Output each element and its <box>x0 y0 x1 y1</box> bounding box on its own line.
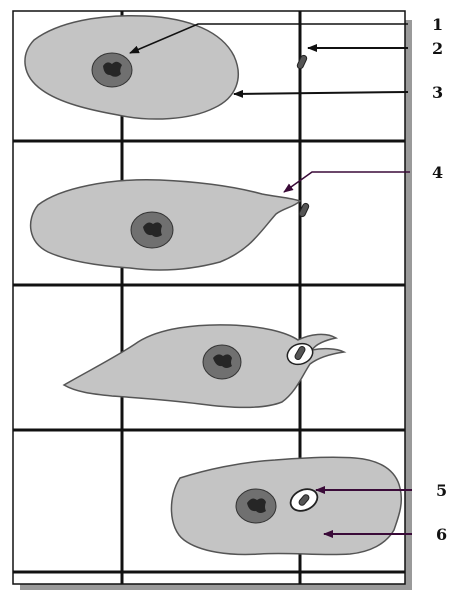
particle-2 <box>298 202 310 218</box>
pointer-arrow-3 <box>233 89 409 98</box>
chromatin-1 <box>103 61 122 77</box>
label-1: 1 <box>432 15 443 34</box>
pointer-arrow-4 <box>283 171 410 193</box>
label-3: 3 <box>432 83 443 102</box>
particle-1 <box>296 54 308 70</box>
panel-3-cell <box>62 324 347 409</box>
label-2: 2 <box>432 39 443 58</box>
particle-3 <box>294 346 306 360</box>
panel-1-cell <box>24 14 308 120</box>
label-4: 4 <box>432 163 443 182</box>
label-6: 6 <box>436 525 447 544</box>
chromatin-4 <box>247 498 266 513</box>
chromatin-2 <box>143 222 162 237</box>
leader-lines <box>129 23 412 538</box>
pointer-arrow-1 <box>129 23 408 54</box>
chromatin-3 <box>213 354 232 368</box>
number-labels: 1 2 3 4 5 6 <box>432 15 447 544</box>
particle-4 <box>298 494 310 506</box>
panel-4-cell <box>170 456 403 556</box>
label-5: 5 <box>436 481 447 500</box>
panel-2-cell <box>29 178 310 271</box>
grid-lines <box>13 11 405 584</box>
cell-body-4 <box>170 456 403 556</box>
